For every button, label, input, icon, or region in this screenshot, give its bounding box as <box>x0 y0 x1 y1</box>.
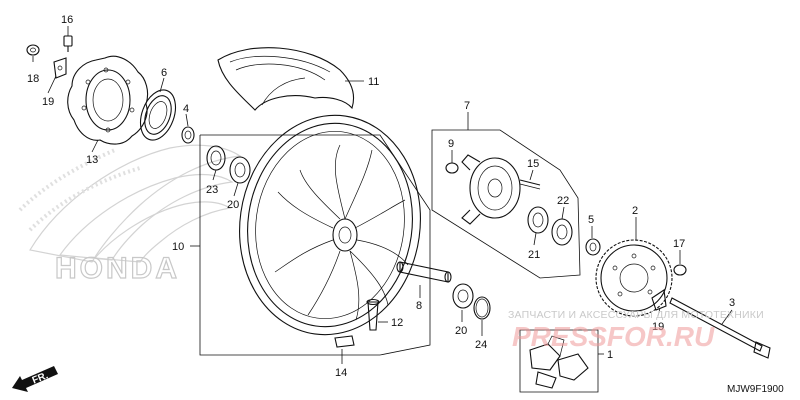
callout-19-upper: 19 <box>42 96 54 108</box>
callout-17: 17 <box>673 238 685 250</box>
honda-wing-logo <box>18 144 242 263</box>
part-20-bearing-left <box>229 156 251 184</box>
callout-16: 16 <box>61 14 73 26</box>
part-17-nut <box>673 264 687 276</box>
callout-22: 22 <box>557 195 569 207</box>
part-14-balance-weight <box>334 335 355 348</box>
part-7-assembly-frame <box>431 129 581 279</box>
part-3-axle <box>669 297 771 359</box>
part-7-driven-flange <box>461 154 521 225</box>
callout-15: 15 <box>527 158 539 170</box>
part-11-tire <box>217 47 355 111</box>
part-15-stud <box>519 179 541 190</box>
callout-20-right: 20 <box>455 325 467 337</box>
shop-watermark-brand: PRESSFOR.RU <box>512 321 715 352</box>
callout-18: 18 <box>27 73 39 85</box>
part-23-bearing <box>206 145 226 171</box>
part-9-nut <box>445 162 459 174</box>
callout-3: 3 <box>729 297 735 309</box>
callout-13: 13 <box>86 154 98 166</box>
callout-14: 14 <box>335 367 347 379</box>
callout-19-lower: 19 <box>652 321 664 333</box>
callout-7: 7 <box>464 100 470 112</box>
shop-watermark-caption: ЗАПЧАСТИ И АКСЕССУАРЫ ДЛЯ МОТОТЕХНИКИ <box>508 309 764 321</box>
callout-8: 8 <box>416 300 422 312</box>
callout-6: 6 <box>161 67 167 79</box>
part-6-dust-seal <box>139 89 177 141</box>
part-5-collar <box>585 238 601 256</box>
leader-lines <box>32 26 733 364</box>
part-16-bolt <box>63 35 73 52</box>
part-18-nut <box>26 44 40 56</box>
front-direction-arrow: FR. <box>12 366 58 392</box>
arrow-left-icon <box>12 366 58 392</box>
part-8-distance-collar <box>396 261 452 283</box>
part-13-brake-disc <box>67 55 149 145</box>
callout-11: 11 <box>368 76 379 88</box>
callout-5: 5 <box>588 214 594 226</box>
part-19-lock-plate-lower <box>651 289 667 311</box>
part-22-bearing <box>551 218 573 246</box>
part-21-bearing <box>527 206 549 234</box>
part-24-o-ring <box>473 296 491 320</box>
callout-2: 2 <box>632 205 638 217</box>
callout-21: 21 <box>528 249 540 261</box>
callout-9: 9 <box>448 138 454 150</box>
callout-4: 4 <box>183 103 189 115</box>
part-12-valve <box>366 298 380 331</box>
callout-24: 24 <box>475 339 487 351</box>
part-20-bearing-right <box>452 283 474 309</box>
part-10-assembly-frame <box>199 134 431 356</box>
part-1-damper-rubbers <box>529 335 589 389</box>
callout-1: 1 <box>607 349 613 361</box>
part-4-collar <box>181 126 195 144</box>
honda-logo-text: HONDA <box>55 252 180 285</box>
part-1-assembly-frame <box>519 329 599 393</box>
callout-23: 23 <box>206 184 218 196</box>
part-19-lock-plate-upper <box>53 57 67 79</box>
part-2-sprocket <box>595 239 673 317</box>
diagram-code: MJW9F1900 <box>727 384 784 395</box>
callout-12: 12 <box>391 317 403 329</box>
callout-20-left: 20 <box>227 199 239 211</box>
callout-10: 10 <box>172 241 184 253</box>
part-10-rear-wheel <box>239 114 421 336</box>
